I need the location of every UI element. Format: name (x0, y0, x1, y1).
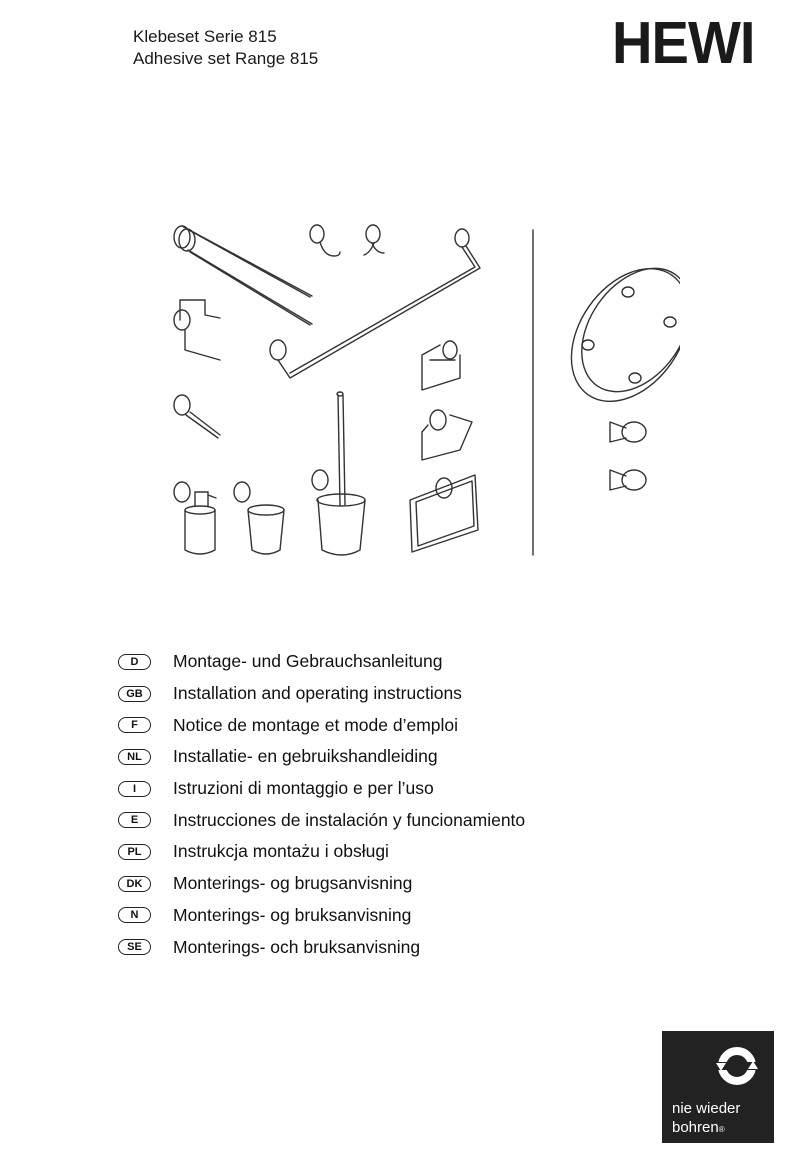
double-towel-rail-drawing (173, 225, 313, 326)
language-title: Instrukcja montażu i obsługi (173, 841, 389, 862)
language-title: Monterings- og bruksanvisning (173, 904, 412, 925)
seal-line-2-text: bohren (672, 1119, 719, 1136)
grab-rail-drawing (269, 228, 481, 379)
title-german: Klebeset Serie 815 (133, 27, 277, 46)
language-item-dk: DK Monterings- og brugsanvisning (118, 868, 525, 900)
title-english: Adhesive set Range 815 (133, 49, 319, 68)
language-title: Monterings- og brugsanvisning (173, 873, 413, 894)
language-item-d: D Montage- und Gebrauchsanleitung (118, 646, 525, 678)
robe-hook-drawing (309, 224, 385, 257)
language-title: Instrucciones de instalación y funcionam… (173, 809, 526, 830)
language-item-e: E Instrucciones de instalación y funcion… (118, 804, 525, 836)
language-code-badge: GB (118, 685, 151, 702)
screw-drawing (609, 421, 647, 491)
rotate-arrows-icon (714, 1047, 760, 1085)
language-title: Installatie- en gebruikshandleiding (173, 746, 438, 767)
language-code-badge: D (118, 653, 151, 670)
language-code-badge: N (118, 907, 151, 924)
towel-frame-drawing (409, 474, 479, 553)
language-code-badge: F (118, 717, 151, 734)
language-item-nl: NL Installatie- en gebruikshandleiding (118, 741, 525, 773)
language-title: Istruzioni di montaggio e per l’uso (173, 778, 434, 799)
bathroom-accessories-drawing (173, 224, 680, 556)
language-item-n: N Monterings- og bruksanvisning (118, 900, 525, 932)
language-item-f: F Notice de montage et mode d’emploi (118, 709, 525, 741)
language-code-badge: PL (118, 843, 151, 860)
paper-holder-drawing (421, 340, 473, 461)
language-title: Monterings- och bruksanvisning (173, 936, 421, 957)
language-list: D Montage- und Gebrauchsanleitung GB Ins… (118, 646, 525, 963)
tumbler-drawing (233, 481, 285, 555)
nie-wieder-bohren-seal: nie wieder bohren® (662, 1031, 774, 1143)
soap-dispenser-drawing (173, 481, 217, 555)
language-item-gb: GB Installation and operating instructio… (118, 678, 525, 710)
towel-ring-drawing (173, 299, 221, 439)
language-title: Installation and operating instructions (173, 683, 462, 704)
seal-line-1: nie wieder (672, 1100, 741, 1117)
language-title: Montage- und Gebrauchsanleitung (173, 651, 443, 672)
language-code-badge: DK (118, 875, 151, 892)
language-code-badge: SE (118, 939, 151, 956)
language-code-badge: NL (118, 748, 151, 765)
language-code-badge: E (118, 812, 151, 829)
registered-mark: ® (718, 1125, 725, 1134)
seal-text: nie wieder bohren® (672, 1099, 740, 1139)
seal-line-2: bohren® (672, 1118, 740, 1139)
hewi-logo: HEWI (612, 10, 755, 76)
document-title: Klebeset Serie 815 Adhesive set Range 81… (133, 26, 318, 70)
language-code-badge: I (118, 780, 151, 797)
adhesive-disc-drawing (570, 267, 680, 403)
language-item-pl: PL Instrukcja montażu i obsługi (118, 836, 525, 868)
toilet-brush-drawing (311, 391, 366, 556)
language-item-i: I Istruzioni di montaggio e per l’uso (118, 773, 525, 805)
language-title: Notice de montage et mode d’emploi (173, 714, 459, 735)
language-item-se: SE Monterings- och bruksanvisning (118, 931, 525, 963)
